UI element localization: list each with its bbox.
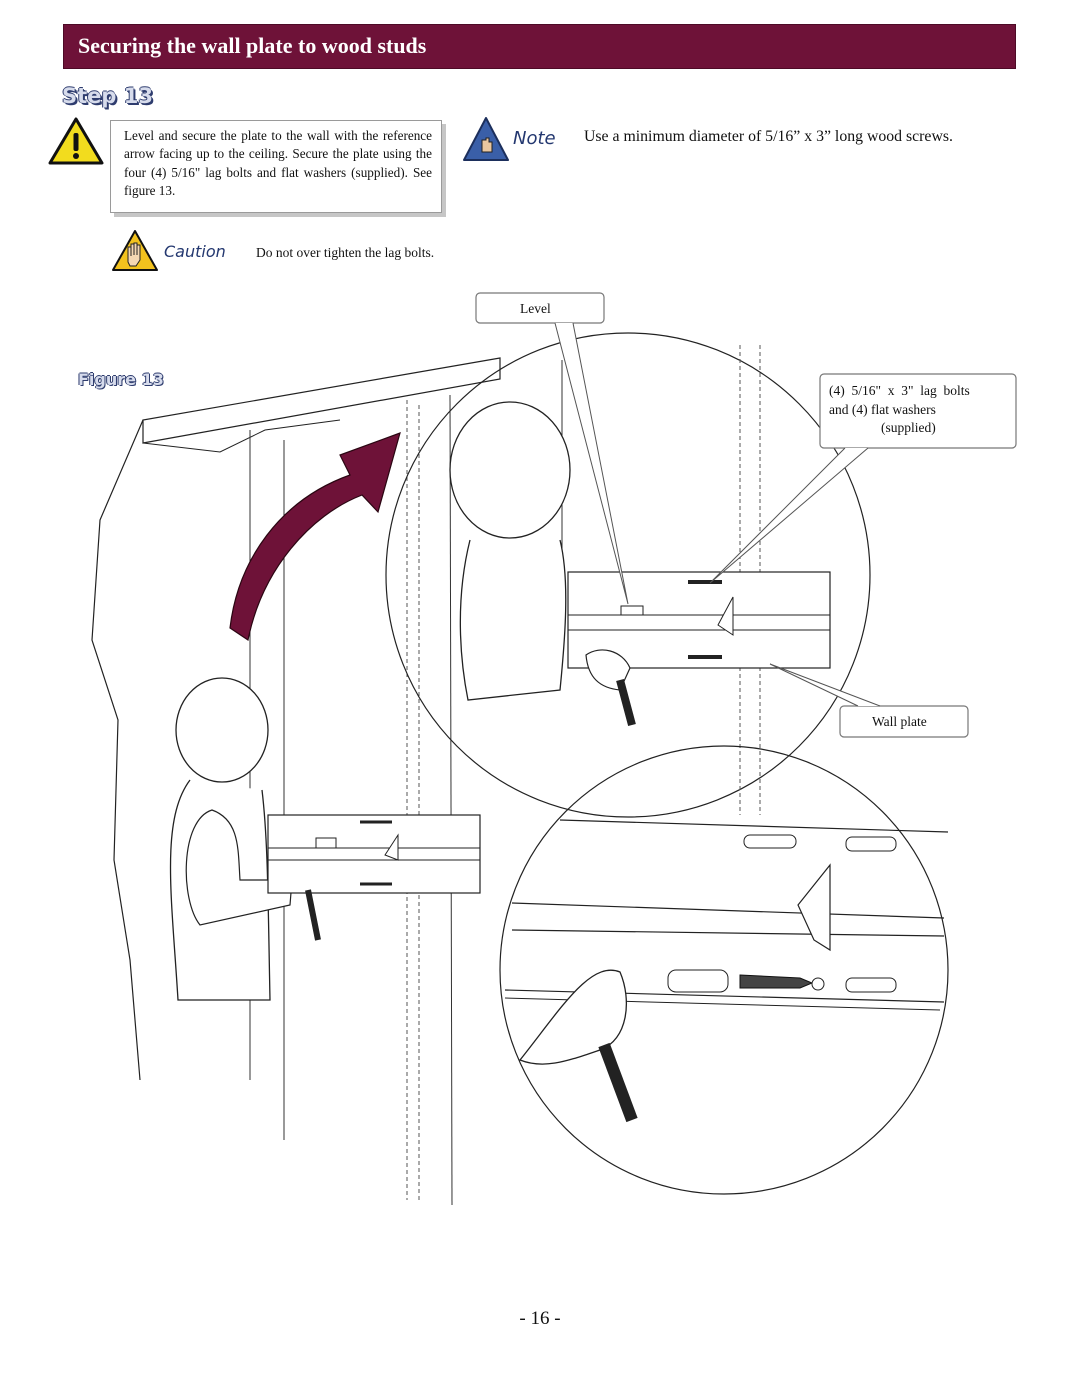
figure-label: Figure 13: [78, 370, 164, 389]
note-text: Use a minimum diameter of 5/16” x 3” lon…: [584, 128, 953, 145]
title-bar: Securing the wall plate to wood studs: [63, 24, 1016, 69]
page-title: Securing the wall plate to wood studs: [78, 33, 427, 58]
callout-bolts-line3: (supplied): [881, 420, 936, 435]
warning-box: Level and secure the plate to the wall w…: [110, 120, 442, 213]
callout-bolts-line2: and (4) flat washers: [829, 401, 936, 417]
callout-bolts: (4) 5/16" x 3" lag bolts and (4) flat wa…: [829, 382, 997, 438]
warning-text: Level and secure the plate to the wall w…: [124, 128, 432, 198]
callout-wall-plate: Wall plate: [872, 714, 927, 729]
step-label: Step 13: [62, 84, 153, 108]
callout-bolts-line1: (4) 5/16" x 3" lag bolts: [829, 383, 970, 398]
callout-level: Level: [520, 301, 551, 316]
caution-label: Caution: [164, 242, 226, 261]
note-label: Note: [513, 128, 556, 149]
page-number: - 16 -: [519, 1308, 561, 1329]
caution-text: Do not over tighten the lag bolts.: [256, 245, 435, 260]
